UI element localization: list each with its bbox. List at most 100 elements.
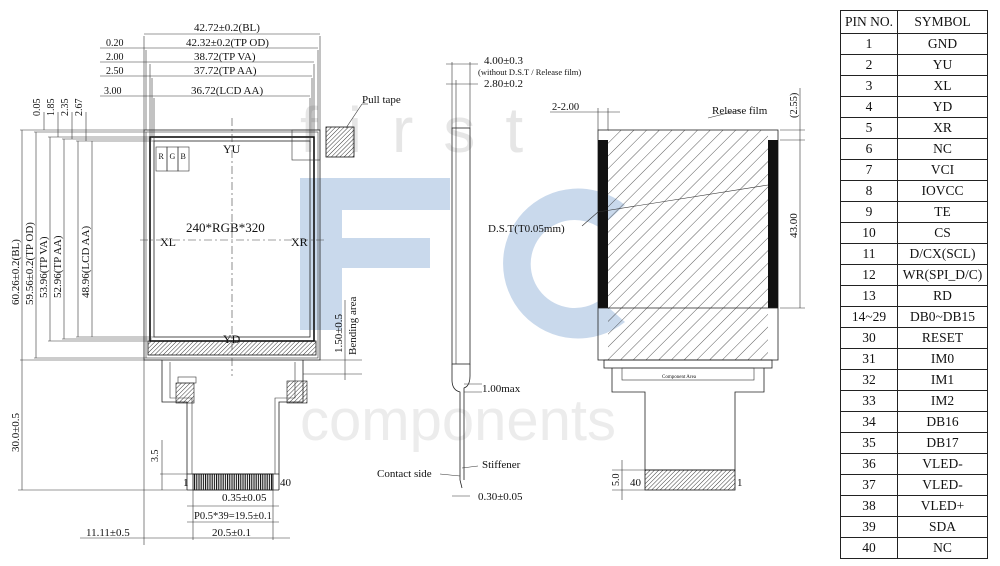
back-view: Component Area 40 1 2-2.00 Release film …: [488, 88, 805, 500]
label-xr: XR: [291, 235, 308, 249]
dim-fpc-len: 30.0±0.5: [10, 412, 22, 452]
watermark-bottom: components: [300, 388, 616, 453]
dim-width-tp-aa: 37.72(TP AA): [194, 65, 257, 77]
dim-width-bl: 42.72±0.2(BL): [194, 22, 260, 34]
watermark: first components: [300, 94, 625, 453]
pin-symbol: GND: [897, 33, 988, 55]
pin-table-header-no: PIN NO.: [840, 10, 898, 34]
dim-stiff-h: 5.0: [611, 474, 622, 487]
pin-symbol: NC: [897, 537, 988, 559]
dim-v-235: 2.35: [60, 99, 71, 117]
pin-number: 7: [840, 159, 898, 181]
pin-symbol: YU: [897, 54, 988, 76]
pin-symbol: IOVCC: [897, 180, 988, 202]
pin-number: 35: [840, 432, 898, 454]
label-resolution: 240*RGB*320: [186, 220, 265, 235]
dim-width-tp-va: 38.72(TP VA): [194, 51, 256, 63]
watermark-letter-c: [503, 188, 625, 339]
dim-off-250: 2.50: [106, 66, 124, 77]
callout-contact-side: Contact side: [377, 468, 432, 480]
dim-fpc-35: 3.5: [150, 450, 161, 463]
pin-number: 9: [840, 201, 898, 223]
pin-number: 3: [840, 75, 898, 97]
dim-v-185: 1.85: [46, 99, 57, 117]
pin-symbol: DB16: [897, 411, 988, 433]
pin-symbol: XL: [897, 75, 988, 97]
pin-symbol: VCI: [897, 159, 988, 181]
dim-v-267: 2.67: [74, 99, 85, 117]
dim-dst-h: 43.00: [788, 213, 800, 238]
dim-height-bl: 60.26±0.2(BL): [10, 239, 22, 305]
rgb-g: G: [170, 152, 176, 161]
pin-table-header-symbol: SYMBOL: [897, 10, 988, 34]
pin-number: 8: [840, 180, 898, 202]
dim-width-lcd-aa: 36.72(LCD AA): [191, 85, 263, 97]
pin-symbol: VLED-: [897, 474, 988, 496]
dim-pitch-total: P0.5*39=19.5±0.1: [194, 511, 272, 522]
back-pin1: 1: [737, 477, 743, 489]
label-xl: XL: [160, 235, 176, 249]
side-view: 4.00±0.3 (without D.S.T / Release film) …: [377, 55, 581, 503]
pin-number: 30: [840, 327, 898, 349]
pin-number: 34: [840, 411, 898, 433]
dim-bend-max: 1.00max: [482, 383, 521, 395]
pin-symbol: IM2: [897, 390, 988, 412]
pin-number: 5: [840, 117, 898, 139]
pin-number: 31: [840, 348, 898, 370]
pin-symbol: SDA: [897, 516, 988, 538]
pin-number: 38: [840, 495, 898, 517]
pin-number: 12: [840, 264, 898, 286]
dim-top-gap: (2.55): [789, 92, 800, 118]
front-view: R G B YU YD XL XR 240*RGB*320 Pull tape …: [10, 22, 401, 545]
pin-symbol: XR: [897, 117, 988, 139]
pin-symbol: CS: [897, 222, 988, 244]
label-bending-area: Bending area: [347, 297, 359, 355]
pin-symbol: DB0~DB15: [897, 306, 988, 328]
fpc-pin1: 1: [183, 477, 189, 489]
callout-dst: D.S.T(T0.05mm): [488, 223, 565, 235]
dim-off-020: 0.20: [106, 38, 124, 49]
pin-symbol: NC: [897, 138, 988, 160]
back-pin40: 40: [630, 477, 642, 489]
label-yu: YU: [223, 142, 241, 156]
dim-off-300: 3.00: [104, 86, 122, 97]
pin-number: 14~29: [840, 306, 898, 328]
dim-height-tp-od: 59.56±0.2(TP OD): [24, 222, 36, 305]
pin-number: 4: [840, 96, 898, 118]
pin-symbol: DB17: [897, 432, 988, 454]
pin-number: 36: [840, 453, 898, 475]
pin-symbol: RD: [897, 285, 988, 307]
dim-thickness: 4.00±0.3: [484, 55, 524, 67]
pin-number: 40: [840, 537, 898, 559]
pin-symbol: IM0: [897, 348, 988, 370]
rgb-b: B: [181, 152, 186, 161]
mechanical-drawing: first components R G B YU YD XL XR 240*R…: [10, 22, 805, 545]
callout-stiffener: Stiffener: [482, 459, 521, 471]
callout-release-film: Release film: [712, 105, 768, 117]
pin-number: 10: [840, 222, 898, 244]
pin-symbol: IM1: [897, 369, 988, 391]
pin-symbol: YD: [897, 96, 988, 118]
dim-pitch: 0.35±0.05: [222, 492, 267, 504]
dim-height-tp-aa: 52.96(TP AA): [52, 235, 64, 298]
